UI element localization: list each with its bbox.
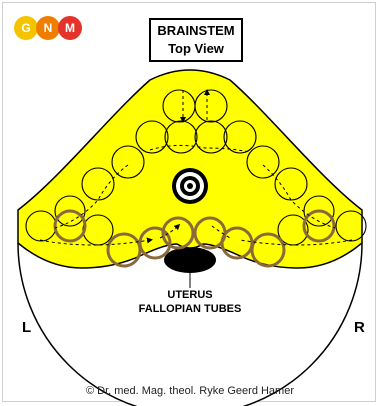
organ-label: UTERUS FALLOPIAN TUBES [110, 288, 270, 316]
right-side-label: R [354, 319, 365, 336]
left-side-label: L [22, 319, 31, 336]
organ-label-line-2: FALLOPIAN TUBES [110, 302, 270, 316]
organ-label-line-1: UTERUS [110, 288, 270, 302]
target-focus [172, 168, 208, 204]
copyright-text: © Dr. med. Mag. theol. Ryke Geerd Hamer [0, 385, 380, 397]
